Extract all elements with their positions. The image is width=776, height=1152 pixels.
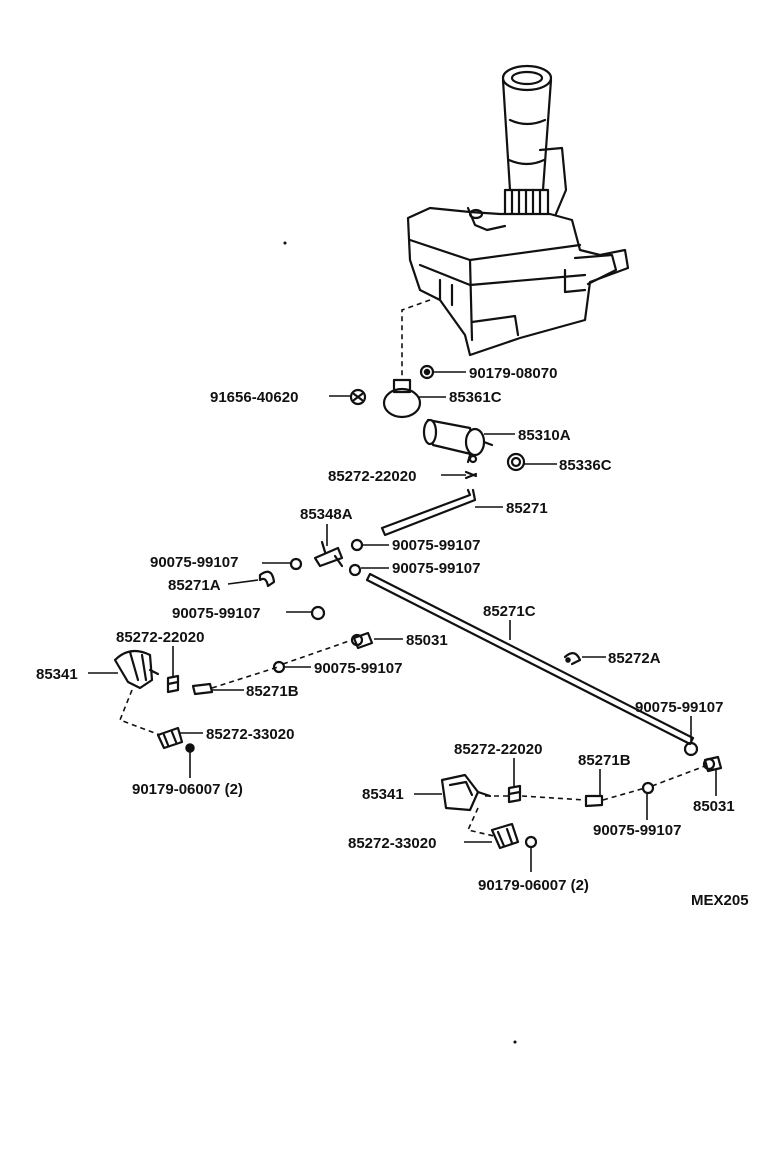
callout-label: 90075-99107	[392, 537, 480, 554]
callout-label: 91656-40620	[210, 389, 298, 406]
callout-label: 90075-99107	[172, 605, 260, 622]
callout-label: 85310A	[518, 427, 571, 444]
callout-label: 90075-99107	[392, 560, 480, 577]
washer-tank-illustration	[406, 64, 630, 357]
callout-label: 85272-33020	[206, 726, 294, 743]
callout-label: 85271B	[246, 683, 299, 700]
callout-label: 85272A	[608, 650, 661, 667]
callout-label: 85341	[36, 666, 78, 683]
callout-label: 90075-99107	[150, 554, 238, 571]
callout-label: 85348A	[300, 506, 353, 523]
callout-label: 85271B	[578, 752, 631, 769]
left-washer-nozzle-illustration	[113, 649, 214, 753]
right-washer-nozzle-illustration	[440, 773, 604, 850]
callout-label: 90075-99107	[314, 660, 402, 677]
callout-label: 90179-06007 (2)	[478, 877, 589, 894]
callout-label: 85271A	[168, 577, 221, 594]
callout-label: 90179-06007 (2)	[132, 781, 243, 798]
callout-label: 85361C	[449, 389, 502, 406]
callout-label: 85272-22020	[454, 741, 542, 758]
callout-label: 85031	[406, 632, 448, 649]
pump-clamp-illustration	[349, 364, 526, 537]
callout-label: 85031	[693, 798, 735, 815]
callout-label: 85271C	[483, 603, 536, 620]
callout-label: 90179-08070	[469, 365, 557, 382]
leader-lines	[88, 371, 717, 872]
joint-fittings-illustration	[258, 538, 723, 795]
callout-label: 85272-33020	[348, 835, 436, 852]
callout-label: 85271	[506, 500, 548, 517]
callout-label: 85341	[362, 786, 404, 803]
callout-label: 90075-99107	[635, 699, 723, 716]
callout-label: 85272-22020	[116, 629, 204, 646]
callout-label: 85272-22020	[328, 468, 416, 485]
callout-label: 85336C	[559, 457, 612, 474]
callout-label: 90075-99107	[593, 822, 681, 839]
diagram-id: MEX205	[691, 892, 749, 909]
